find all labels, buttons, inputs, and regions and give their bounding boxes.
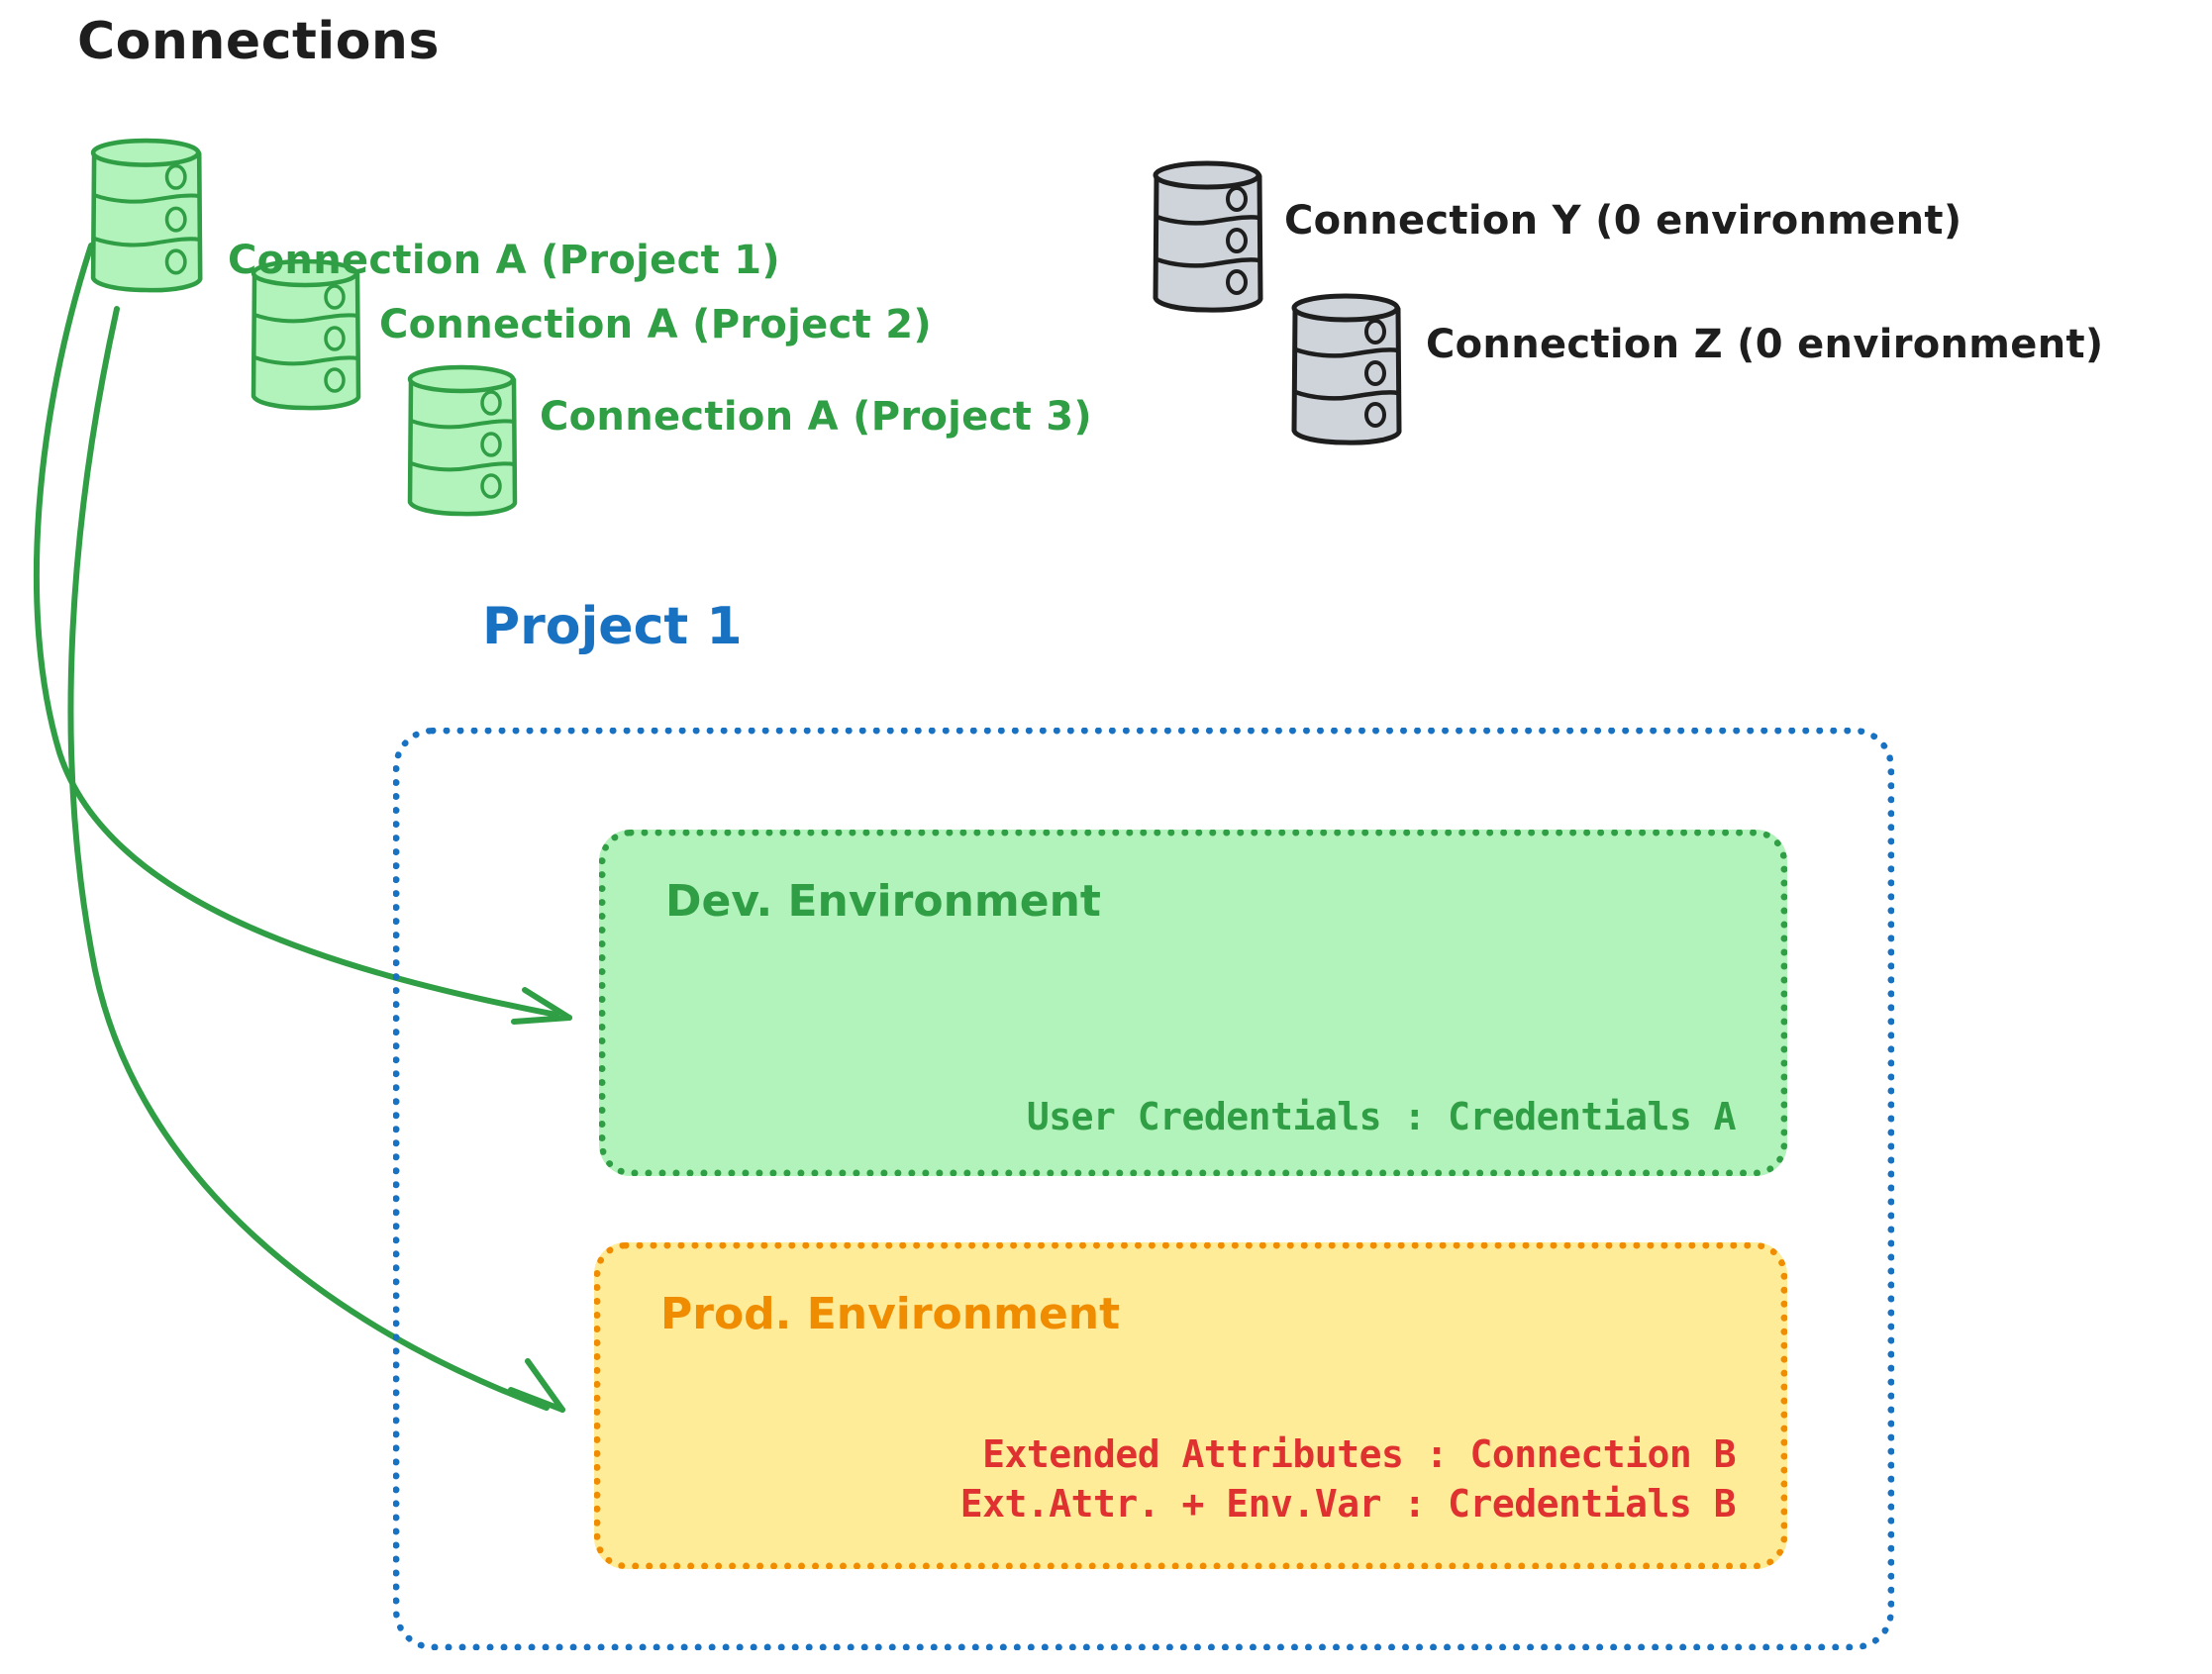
database-icon-connection-a-p3 [407,364,518,517]
prod-environment-heading: Prod. Environment [660,1289,1121,1339]
page-title: Connections [77,12,440,71]
project-title: Project 1 [482,597,743,656]
prod-environment-box: Prod. Environment Extended Attributes : … [594,1242,1787,1569]
dev-environment-line-1: User Credentials : Credentials A [1026,1094,1737,1138]
connection-label-z: Connection Z (0 environment) [1426,322,2104,367]
database-icon-connection-a-p1 [90,138,203,293]
project-container [393,728,1894,1650]
prod-environment-line-2: Ext.Attr. + Env.Var : Credentials B [959,1481,1737,1526]
connection-label-a-project-3: Connection A (Project 3) [540,394,1092,440]
database-icon-connection-a-p2 [251,258,361,411]
database-icon-connection-z [1291,293,1402,445]
dev-environment-details: User Credentials : Credentials A [1026,1092,1737,1141]
connection-label-y: Connection Y (0 environment) [1284,198,1962,244]
connection-label-a-project-1: Connection A (Project 1) [228,238,780,283]
prod-environment-details: Extended Attributes : Connection B Ext.A… [959,1429,1737,1528]
database-icon-connection-y [1153,160,1263,313]
dev-environment-heading: Dev. Environment [665,876,1101,927]
prod-environment-line-1: Extended Attributes : Connection B [982,1431,1736,1476]
dev-environment-box: Dev. Environment User Credentials : Cred… [599,830,1787,1176]
connection-label-a-project-2: Connection A (Project 2) [379,302,932,347]
